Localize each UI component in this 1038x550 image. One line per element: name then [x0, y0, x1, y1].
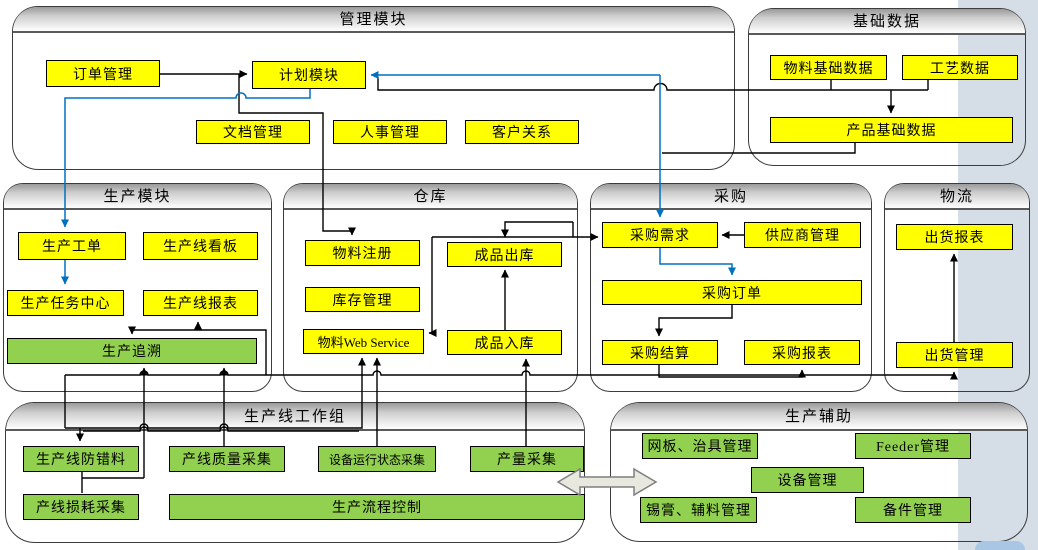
box-purchase-settlement: 采购结算: [602, 340, 718, 365]
box-finished-goods-inbound: 成品入库: [447, 330, 562, 355]
box-production-trace: 生产追溯: [7, 338, 257, 364]
box-production-task-center: 生产任务中心: [7, 290, 124, 316]
module-title-logistics: 物流: [885, 184, 1029, 210]
box-hr-management: 人事管理: [333, 120, 447, 144]
box-shipment-management: 出货管理: [896, 342, 1013, 368]
box-purchase-demand: 采购需求: [602, 222, 718, 248]
box-material-registration: 物料注册: [305, 240, 420, 266]
module-line-workgroup: 生产线工作组: [5, 402, 585, 543]
module-title-base-data: 基础数据: [749, 9, 1025, 35]
box-plan-module: 计划模块: [252, 61, 366, 89]
box-stencil-fixture-management: 网板、治具管理: [642, 433, 758, 459]
module-management: 管理模块: [12, 6, 735, 170]
box-material-web-service: 物料Web Service: [303, 329, 424, 354]
box-production-process-control: 生产流程控制: [169, 494, 585, 520]
module-title-line-workgroup: 生产线工作组: [6, 403, 584, 431]
box-output-collection: 产量采集: [470, 446, 584, 472]
box-document-management: 文档管理: [196, 120, 310, 144]
box-customer-relations: 客户关系: [465, 120, 579, 144]
module-base-data: 基础数据: [748, 8, 1026, 166]
box-inventory-management: 库存管理: [305, 287, 420, 312]
box-line-quality-collection: 产线质量采集: [169, 446, 285, 472]
box-equipment-status-collection: 设备运行状态采集: [318, 446, 436, 472]
box-purchase-order: 采购订单: [602, 280, 862, 305]
box-line-loss-collection: 产线损耗采集: [23, 494, 139, 520]
box-spare-parts-management: 备件管理: [855, 497, 971, 523]
module-title-purchase: 采购: [591, 184, 871, 210]
box-production-work-order: 生产工单: [18, 232, 126, 260]
box-process-data: 工艺数据: [902, 55, 1018, 80]
module-support: 生产辅助: [610, 402, 1028, 542]
box-solder-paste-material-management: 锡膏、辅料管理: [640, 497, 757, 523]
box-shipment-report: 出货报表: [896, 224, 1013, 250]
module-title-warehouse: 仓库: [284, 184, 577, 210]
box-line-kanban: 生产线看板: [143, 232, 258, 260]
box-line-error-proofing: 生产线防错料: [23, 446, 139, 472]
corner-accent-shape: [975, 541, 1025, 550]
box-equipment-management: 设备管理: [751, 467, 864, 493]
side-band: [958, 0, 1038, 550]
box-material-base-data: 物料基础数据: [770, 55, 887, 80]
module-purchase: 采购: [590, 183, 872, 392]
box-order-management: 订单管理: [46, 60, 160, 87]
module-title-production: 生产模块: [4, 184, 271, 210]
module-logistics: 物流: [884, 183, 1030, 392]
module-title-management: 管理模块: [13, 7, 734, 33]
box-line-report: 生产线报表: [143, 290, 258, 316]
box-product-base-data: 产品基础数据: [770, 117, 1013, 143]
box-finished-goods-outbound: 成品出库: [447, 242, 562, 267]
box-purchase-report: 采购报表: [744, 340, 860, 365]
box-supplier-management: 供应商管理: [744, 222, 861, 248]
box-feeder-management: Feeder管理: [855, 433, 971, 459]
module-title-support: 生产辅助: [611, 403, 1027, 431]
